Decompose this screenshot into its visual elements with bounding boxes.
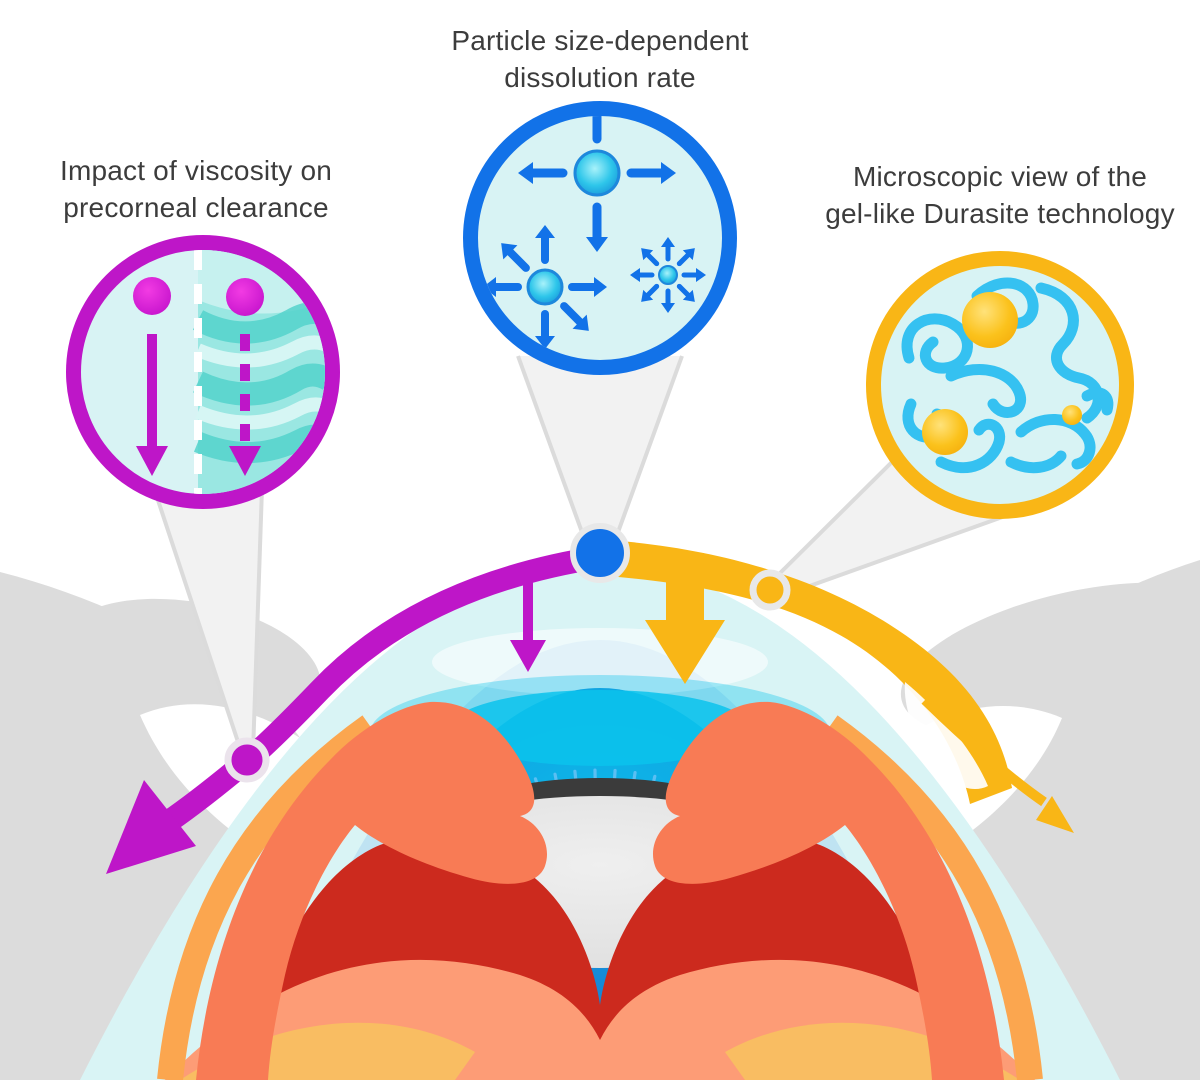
iris-root-left [196, 701, 548, 1080]
gel-particle-small [1062, 405, 1082, 425]
iris-glow [450, 690, 750, 766]
viscosity-clearance-arrow [106, 545, 602, 874]
viscosity-magnifier-circle [66, 235, 340, 509]
viscosity-caption: Impact of viscosity on precorneal cleara… [10, 152, 382, 226]
viscous-gel-half [192, 250, 325, 494]
caption-line: precorneal clearance [63, 192, 329, 223]
caption-line: Particle size-dependent [451, 25, 749, 56]
orange-rim-right [822, 715, 1043, 1080]
caption-line: gel-like Durasite technology [825, 198, 1175, 229]
caption-line: Impact of viscosity on [59, 155, 333, 186]
viscosity-comparison-graphic [133, 250, 325, 494]
right-eyelid-fold [900, 582, 1200, 738]
caption-line: Microscopic view of the [852, 161, 1148, 192]
medium-particle [526, 268, 564, 306]
dissolution-magnifier-circle [463, 101, 737, 375]
small-particle-arrows [630, 237, 706, 313]
large-particle [573, 149, 621, 197]
caption-line: dissolution rate [504, 62, 696, 93]
gel-particle-large [962, 292, 1018, 348]
dissolution-caption: Particle size-dependent dissolution rate [378, 22, 822, 96]
retention-arrowhead [1036, 796, 1074, 833]
fast-clearance-drug [133, 277, 171, 476]
gel-matrix-graphic [901, 277, 1114, 474]
clearance-arrowhead [106, 780, 196, 874]
dissolution-particles-graphic [483, 116, 706, 349]
durasite-magnifier-circle [866, 251, 1134, 519]
large-particle-arrows [518, 116, 676, 252]
durasite-anchor-dot [749, 569, 791, 611]
durasite-caption: Microscopic view of the gel-like Durasit… [788, 158, 1200, 232]
drop-instillation-dot [570, 523, 630, 583]
medium-particle-arrows [483, 225, 607, 349]
gel-particle-medium [922, 409, 968, 455]
retention-leaf-highlight [904, 682, 988, 789]
durasite-down-arrow [666, 553, 704, 623]
orange-rim-left [157, 715, 378, 1080]
iris-root-right [652, 701, 1004, 1080]
slow-clearance-drug [226, 278, 264, 476]
small-particle [658, 265, 678, 285]
durasite-retention-arrow [606, 540, 1074, 833]
viscosity-anchor-dot [224, 737, 270, 783]
